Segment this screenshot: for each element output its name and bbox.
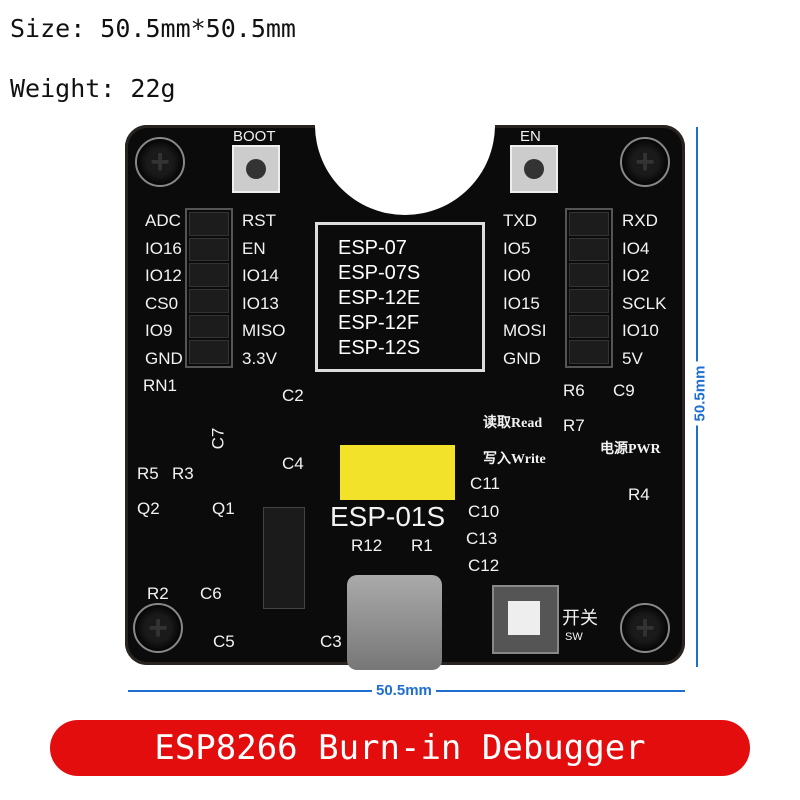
usb-serial-chip — [263, 507, 305, 609]
pin-label-right-inner-pins: IO5 — [503, 238, 531, 258]
pin-label-left-inner-pins: IO13 — [242, 293, 279, 313]
component-label-c2: C2 — [282, 386, 304, 405]
component-label-c11: C11 — [470, 474, 500, 493]
pin-label-right-pins: SCLK — [622, 293, 667, 313]
pin-label-right-pins: IO10 — [622, 321, 659, 340]
boot-label: BOOT — [233, 128, 276, 145]
pin-label-left-inner-pins: RST — [242, 211, 276, 230]
pin-label-left-inner-pins: 3.3V — [242, 348, 277, 368]
component-label-c12: C12 — [468, 556, 500, 575]
component-label-c7: C7 — [208, 427, 228, 450]
pin-label-right-inner-pins: IO0 — [503, 266, 531, 285]
pin-label-right-inner-pins: TXD — [503, 211, 537, 230]
screw-icon — [620, 603, 670, 653]
component-label-c6: C6 — [200, 584, 222, 603]
component-label-r5: R5 — [137, 464, 159, 483]
pin-label-right-inner-pins: IO15 — [503, 293, 540, 313]
boot-button[interactable] — [232, 145, 280, 193]
power-led-label: 电源PWR — [600, 442, 661, 457]
component-label-r7: R7 — [563, 416, 585, 435]
component-label-r3: R3 — [172, 464, 194, 483]
pin-label-right-inner-pins: GND — [503, 348, 541, 368]
en-button[interactable] — [510, 145, 558, 193]
right-pin-header — [565, 208, 613, 368]
component-label-r4: R4 — [628, 485, 650, 504]
pin-label-left-inner-pins: MISO — [242, 321, 286, 340]
screw-icon — [133, 603, 183, 653]
read-led-label: 读取Read — [483, 416, 543, 431]
left-pin-header — [185, 208, 233, 368]
write-led-label: 写入Write — [483, 452, 546, 467]
pin-label-left-pins: ADC — [145, 211, 181, 230]
component-label-c9: C9 — [613, 381, 635, 400]
component-label-c3: C3 — [320, 632, 342, 651]
component-label-c10: C10 — [468, 502, 500, 521]
module-name: ESP-12F — [338, 312, 420, 334]
en-label: EN — [520, 128, 541, 145]
pin-label-right-pins: RXD — [622, 211, 658, 230]
weight-spec: Weight: 22g — [10, 74, 176, 103]
esp01s-header — [340, 445, 455, 500]
esp01s-label: ESP-01S — [330, 501, 446, 532]
pin-label-right-pins: 5V — [622, 348, 643, 368]
screw-icon — [135, 137, 185, 187]
module-name: ESP-07 — [338, 237, 407, 259]
height-dimension-label: 50.5mm — [691, 361, 709, 426]
pin-label-left-pins: IO9 — [145, 321, 173, 340]
product-title-banner: ESP8266 Burn-in Debugger — [50, 720, 750, 776]
pin-label-left-pins: GND — [145, 348, 183, 368]
pin-label-left-pins: CS0 — [145, 293, 179, 313]
usb-c-port[interactable] — [347, 575, 442, 670]
pin-label-left-inner-pins: EN — [242, 238, 266, 258]
component-label-r6: R6 — [563, 381, 585, 400]
component-label-r12: R12 — [351, 536, 383, 555]
component-label-c5: C5 — [213, 632, 235, 651]
pin-label-right-inner-pins: MOSI — [503, 321, 547, 340]
pin-label-left-pins: IO12 — [145, 266, 182, 285]
size-spec: Size: 50.5mm*50.5mm — [10, 14, 296, 43]
module-name: ESP-07S — [338, 262, 421, 284]
component-label-r1: R1 — [411, 536, 433, 555]
component-label-q1: Q1 — [212, 499, 235, 518]
width-dimension-label: 50.5mm — [372, 682, 436, 699]
module-name: ESP-12S — [338, 337, 421, 359]
component-label-c4: C4 — [282, 454, 304, 473]
pin-label-right-pins: IO4 — [622, 238, 650, 258]
power-switch[interactable] — [492, 585, 559, 654]
component-label-r2: R2 — [147, 584, 169, 603]
pin-label-left-inner-pins: IO14 — [242, 266, 279, 285]
component-label-c13: C13 — [466, 529, 498, 548]
switch-label-en: SW — [565, 631, 583, 643]
module-name: ESP-12E — [338, 287, 421, 309]
pin-label-right-pins: IO2 — [622, 266, 650, 285]
pin-label-left-pins: IO16 — [145, 238, 182, 258]
screw-icon — [620, 137, 670, 187]
component-label-rn1: RN1 — [143, 376, 178, 395]
switch-label-cn: 开关 — [562, 608, 598, 628]
board-notch — [315, 115, 495, 215]
component-label-q2: Q2 — [137, 499, 160, 518]
